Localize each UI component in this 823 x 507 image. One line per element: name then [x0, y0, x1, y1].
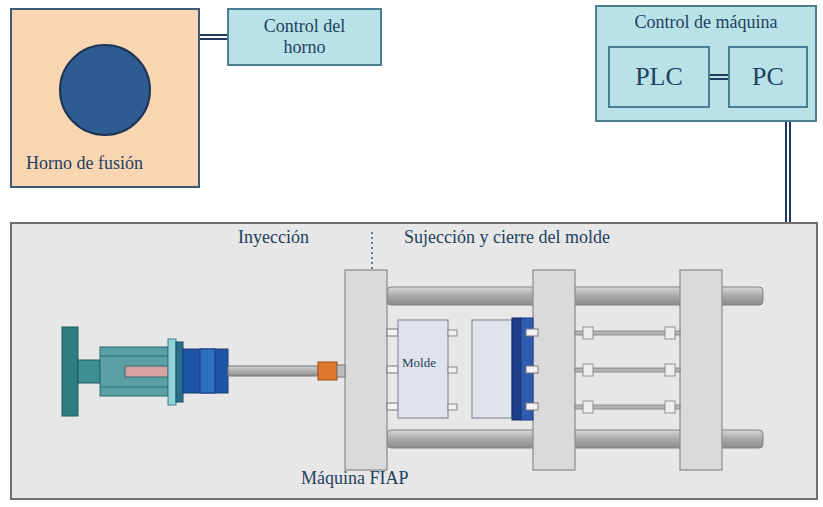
- fixed-mold-half: [387, 320, 457, 418]
- box-label: Control de máquina: [635, 12, 778, 33]
- connector-outer: [200, 34, 227, 40]
- platens: [345, 270, 722, 470]
- section-heading: Inyección: [238, 227, 309, 248]
- text-holder: Máquina FIAP: [301, 468, 409, 489]
- connector-gap: [787, 122, 789, 222]
- double-line-connector: [710, 77, 728, 78]
- text-holder: Control del horno: [229, 16, 380, 57]
- box-label: Control del horno: [255, 16, 355, 57]
- control-box: Control de máquinaPLC PC: [595, 5, 817, 122]
- moving-mold-half: [472, 318, 538, 420]
- connector-outer: [710, 74, 728, 80]
- connector-outer: [785, 122, 791, 222]
- double-line-connector: [200, 37, 227, 38]
- injection-unit: [62, 327, 345, 416]
- section-heading: Máquina FIAP: [301, 468, 409, 489]
- crucible-circle: [60, 45, 150, 135]
- toggle-rods: [575, 327, 680, 413]
- control-box: Control del horno: [227, 8, 382, 66]
- part-label: Molde: [400, 356, 438, 370]
- box-label: PLC: [635, 62, 683, 92]
- box-label: Horno de fusión: [26, 153, 143, 174]
- furnace-box: Horno de fusión: [10, 8, 200, 188]
- box-label: PC: [752, 62, 784, 92]
- text-holder: PC: [730, 62, 806, 92]
- text-holder: PLC: [610, 62, 708, 92]
- plc-box: PLC: [608, 46, 710, 108]
- pc-box: PC: [728, 46, 808, 108]
- text-holder: Control de máquina: [597, 12, 815, 33]
- connector-gap: [200, 36, 227, 38]
- text-holder: Horno de fusión: [26, 153, 143, 174]
- section-heading: Sujección y cierre del molde: [404, 227, 610, 248]
- text-holder: Sujección y cierre del molde: [404, 227, 610, 248]
- text-holder: Inyección: [238, 227, 309, 248]
- double-line-connector: [788, 122, 789, 222]
- connector-gap: [710, 76, 728, 78]
